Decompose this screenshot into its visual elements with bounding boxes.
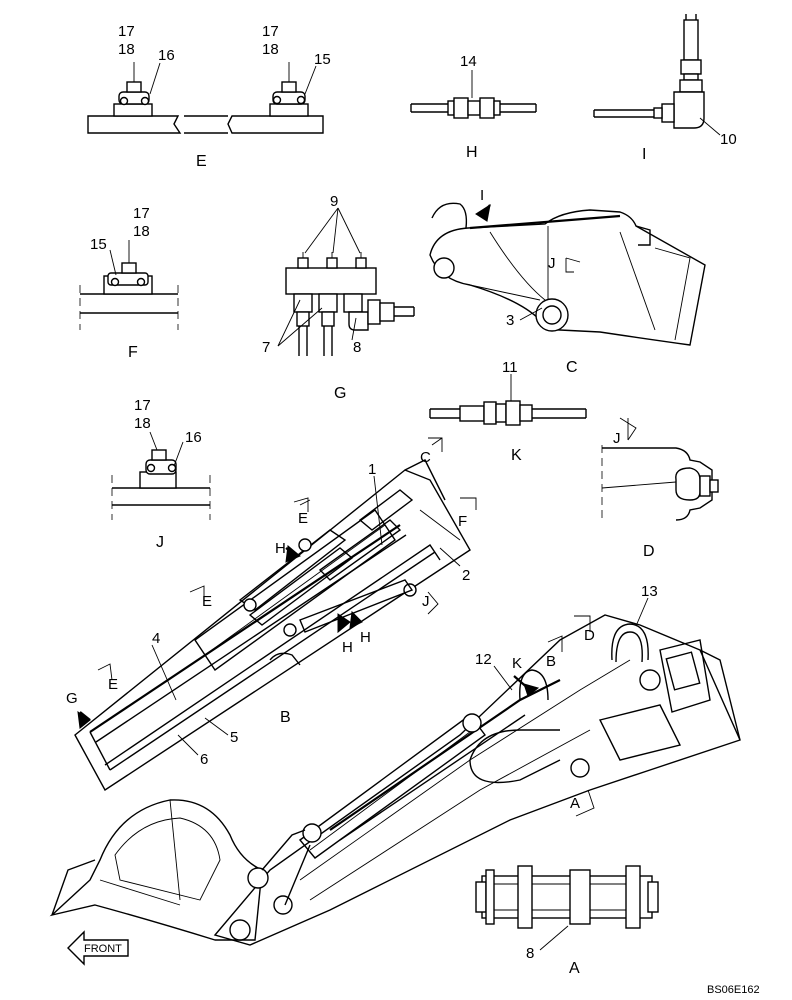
- label-j-18: 18: [134, 415, 151, 432]
- label-j-16: 16: [185, 429, 202, 446]
- label-f-18: 18: [133, 223, 150, 240]
- label-c-3: 3: [506, 312, 514, 329]
- view-label-i: I: [642, 146, 646, 163]
- label-b-4: 4: [152, 630, 160, 647]
- view-label-h: H: [466, 144, 478, 161]
- view-label-e: E: [196, 153, 207, 170]
- view-b-detail: 1 C E F H 2 E J H H 4 E G 5 6 B: [66, 437, 477, 792]
- view-label-c: C: [566, 359, 578, 376]
- view-label-j: J: [156, 534, 164, 551]
- view-i-detail: 10 I: [593, 14, 737, 163]
- label-e2-18: 18: [262, 41, 279, 58]
- label-f-17: 17: [133, 205, 150, 222]
- label-b-6: 6: [200, 751, 208, 768]
- view-d-detail: J D: [601, 417, 719, 560]
- view-e-detail: 17 18 16 17 18 15 E: [87, 23, 331, 170]
- view-label-k: K: [511, 447, 522, 464]
- label-b-h2: H: [342, 639, 353, 656]
- front-label: FRONT: [84, 943, 122, 955]
- view-c-detail: I J 3 C: [429, 187, 706, 376]
- label-e-16: 16: [158, 47, 175, 64]
- label-main-d: D: [584, 627, 595, 644]
- view-g-detail: 9 7 8 G: [262, 193, 415, 402]
- label-b-g: G: [66, 690, 78, 707]
- label-b-5: 5: [230, 729, 238, 746]
- label-b-j: J: [422, 593, 430, 610]
- drawing-code: BS06E162: [707, 984, 760, 996]
- label-b-1: 1: [368, 461, 376, 478]
- label-f-15: 15: [90, 236, 107, 253]
- label-h-14: 14: [460, 53, 477, 70]
- label-a-8: 8: [526, 945, 534, 962]
- label-b-e1: E: [298, 510, 308, 527]
- view-label-b: B: [280, 709, 291, 726]
- main-boom-assembly: 13 12 K B D A: [49, 583, 741, 946]
- label-e2-17: 17: [262, 23, 279, 40]
- label-e-17: 17: [118, 23, 135, 40]
- view-label-d: D: [643, 543, 655, 560]
- label-main-a: A: [570, 795, 580, 812]
- label-b-h1: H: [275, 540, 286, 557]
- label-c-j: J: [548, 255, 556, 272]
- view-j-detail: 17 18 16 J: [111, 397, 211, 551]
- label-d-j: J: [613, 430, 621, 447]
- label-g-7: 7: [262, 339, 270, 356]
- label-b-f: F: [458, 513, 467, 530]
- label-g-8: 8: [353, 339, 361, 356]
- label-b-h3: H: [360, 629, 371, 646]
- front-direction-indicator: FRONT: [67, 930, 129, 966]
- label-b-c: C: [420, 449, 431, 466]
- label-b-2: 2: [462, 567, 470, 584]
- label-main-b: B: [546, 653, 556, 670]
- view-f-detail: 17 18 15 F: [79, 205, 179, 361]
- label-i-10: 10: [720, 131, 737, 148]
- label-c-i: I: [480, 187, 484, 204]
- view-label-g: G: [334, 385, 346, 402]
- label-main-12: 12: [475, 651, 492, 668]
- view-h-detail: 14 H: [410, 53, 537, 161]
- label-j-17: 17: [134, 397, 151, 414]
- label-b-e3: E: [108, 676, 118, 693]
- label-g-9: 9: [330, 193, 338, 210]
- view-label-f: F: [128, 344, 138, 361]
- label-k-11: 11: [502, 359, 518, 376]
- label-b-e2: E: [202, 593, 212, 610]
- view-k-detail: 11 K: [429, 359, 587, 464]
- view-a-detail: 8 A: [475, 865, 659, 977]
- label-main-k: K: [512, 655, 522, 672]
- label-e2-15: 15: [314, 51, 331, 68]
- label-e-18: 18: [118, 41, 135, 58]
- view-label-a: A: [569, 960, 580, 977]
- label-main-13: 13: [641, 583, 658, 600]
